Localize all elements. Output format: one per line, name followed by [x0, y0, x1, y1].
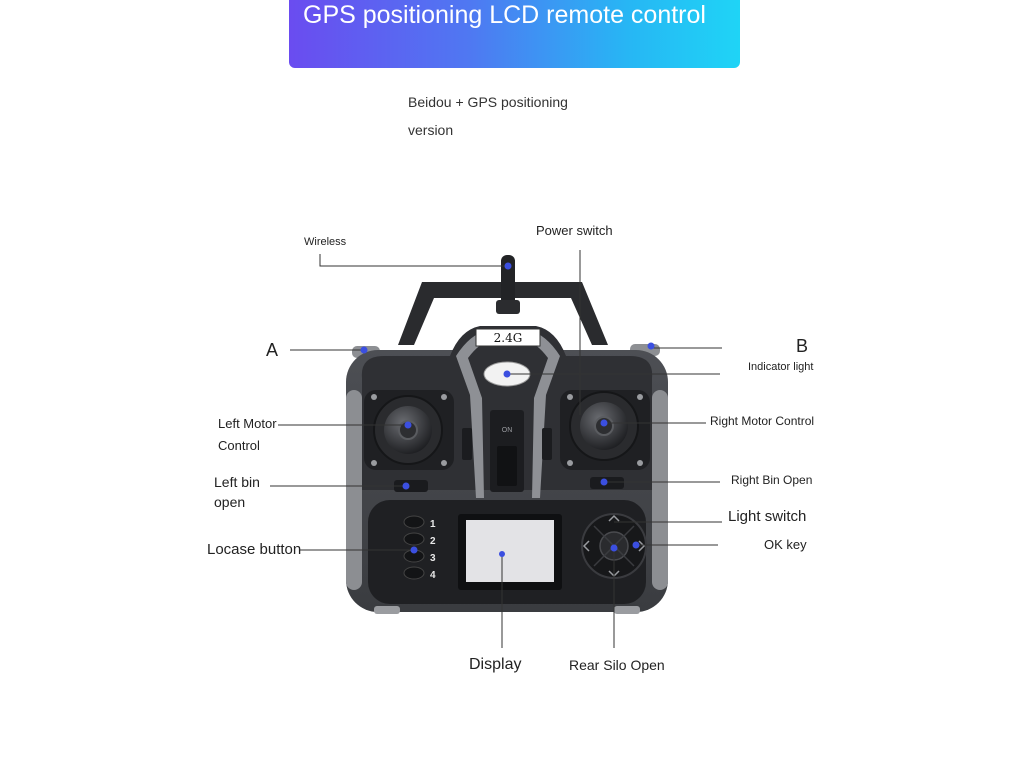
label-left-bin-line-1: Left bin — [214, 474, 260, 490]
foot-left — [374, 606, 400, 614]
label-ok-key: OK key — [764, 537, 807, 552]
banner-title: GPS positioning LCD remote control — [303, 1, 706, 29]
label-right-motor-control: Right Motor Control — [710, 414, 815, 428]
title-banner: GPS positioning LCD remote control — [289, 0, 740, 68]
subtitle: Beidou + GPS positioning version — [408, 88, 628, 144]
label-left-motor-line-1: Left Motor — [218, 416, 277, 431]
lcd-display — [466, 520, 554, 582]
subtitle-line-1: Beidou + GPS positioning — [408, 94, 568, 110]
right-trim-slider[interactable] — [542, 428, 552, 460]
power-switch-slider[interactable] — [497, 446, 517, 486]
label-light-switch: Light switch — [728, 508, 807, 525]
band-label-plate — [475, 328, 541, 347]
label-left-motor-line-2: Control — [218, 438, 260, 453]
center-chevron — [456, 330, 560, 498]
label-b: B — [796, 336, 809, 356]
leader-wireless — [319, 254, 508, 267]
label-left-bin-open: Left bin open — [214, 472, 260, 512]
channel-number-3: 3 — [430, 553, 436, 564]
label-left-bin-line-2: open — [214, 494, 246, 510]
left-motor-stick[interactable] — [364, 390, 454, 470]
leader-lines — [270, 250, 722, 648]
label-indicator-light: Indicator light — [748, 361, 814, 373]
label-a: A — [266, 340, 279, 360]
carry-handle — [398, 282, 608, 345]
left-bin-toggle[interactable] — [394, 480, 428, 492]
channel-number-1: 1 — [430, 519, 436, 530]
label-right-bin-open: Right Bin Open — [731, 473, 813, 487]
left-trim-slider[interactable] — [462, 428, 472, 460]
label-display: Display — [469, 656, 522, 673]
channel-number-2: 2 — [430, 536, 436, 547]
channel-number-4: 4 — [430, 570, 436, 581]
right-motor-stick[interactable] — [560, 390, 650, 470]
label-wireless: Wireless — [304, 236, 347, 248]
label-rear-silo-open: Rear Silo Open — [569, 657, 665, 673]
foot-right — [614, 606, 640, 614]
side-grip-right — [652, 390, 668, 590]
label-power-switch: Power switch — [536, 223, 613, 238]
locase-buttons[interactable] — [403, 515, 425, 580]
side-grip-left — [346, 390, 362, 590]
callout-markers — [360, 262, 655, 557]
band-label-text: 2.4G — [494, 331, 523, 345]
label-left-motor-control: Left Motor Control — [218, 413, 277, 457]
label-locase-button: Locase button — [207, 541, 302, 558]
subtitle-line-2: version — [408, 122, 454, 138]
power-switch-on-label: ON — [502, 427, 513, 434]
antenna — [496, 255, 520, 314]
